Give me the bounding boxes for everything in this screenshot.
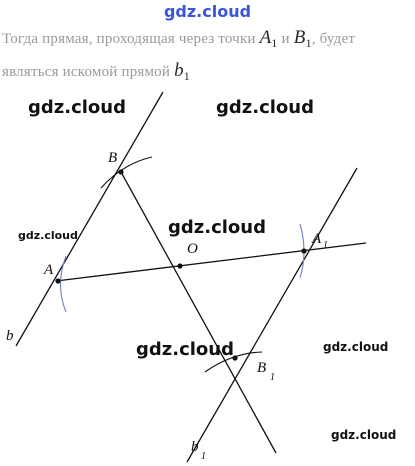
label-a1-sub: 1 (323, 240, 328, 251)
line-b-label: b (174, 60, 184, 81)
watermark: gdz.cloud (28, 97, 126, 118)
line1-prefix: Тогда прямая, проходящая через точки (2, 31, 260, 47)
watermark: gdz.cloud (323, 340, 389, 354)
label-b1-sub: 1 (270, 372, 275, 383)
text-line-1: Тогда прямая, проходящая через точки A1 … (2, 27, 356, 50)
point-a-subscript: 1 (271, 36, 278, 50)
line-b (15, 91, 164, 347)
label-line-b1-sub: 1 (201, 451, 206, 462)
line-b-subscript: 1 (183, 69, 190, 83)
line1-mid: и (277, 31, 294, 47)
watermark: gdz.cloud (331, 428, 397, 442)
watermark: gdz.cloud (216, 97, 314, 118)
label-a: A (43, 262, 54, 278)
point-a-label: A (259, 27, 272, 48)
watermark-top: gdz.cloud (163, 2, 252, 21)
label-b: B (108, 150, 117, 166)
point-b1 (232, 355, 238, 361)
point-a (55, 278, 61, 284)
line2-prefix: являться искомой прямой (2, 64, 175, 80)
watermark: gdz.cloud (168, 217, 266, 238)
point-b-label: B (293, 27, 306, 48)
watermark: gdz.cloud (136, 339, 234, 360)
label-b1: B (257, 360, 266, 376)
line-AA1 (55, 242, 367, 282)
point-o (177, 263, 183, 269)
text-line-2: являться искомой прямой b1 (2, 60, 190, 83)
point-b (118, 169, 124, 175)
watermark: gdz.cloud (18, 229, 78, 242)
arc-at-b (100, 156, 153, 189)
arc-at-a (59, 255, 67, 313)
line-b1 (186, 167, 358, 463)
line1-suffix: , будет (311, 31, 356, 47)
label-line-b: b (6, 328, 14, 344)
label-line-b1: b (191, 439, 199, 455)
label-a1: A (311, 231, 322, 247)
line-BB1 (120, 171, 277, 454)
point-a1 (301, 248, 307, 254)
point-b-subscript: 1 (305, 36, 312, 50)
label-o: O (187, 241, 198, 257)
